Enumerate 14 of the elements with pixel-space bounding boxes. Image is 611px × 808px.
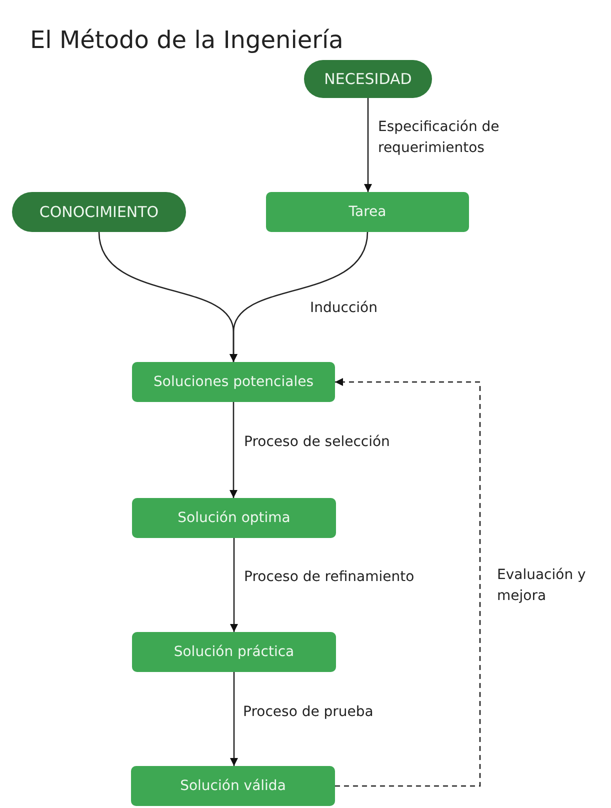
pill-node: NECESIDAD (304, 60, 432, 98)
arrow (230, 402, 238, 498)
process-box: Soluciones potenciales (132, 362, 335, 402)
dashed-arrow (335, 378, 481, 787)
arrow (230, 538, 238, 632)
process-box: Solución práctica (132, 632, 336, 672)
pill-node: CONOCIMIENTO (12, 192, 186, 232)
diagram-title: El Método de la Ingeniería (30, 26, 344, 54)
arrow (230, 232, 368, 362)
arrow (364, 98, 372, 192)
process-box: Solución válida (131, 766, 335, 806)
arrow (230, 672, 238, 766)
process-box: Tarea (266, 192, 469, 232)
process-box: Solución optima (132, 498, 336, 538)
